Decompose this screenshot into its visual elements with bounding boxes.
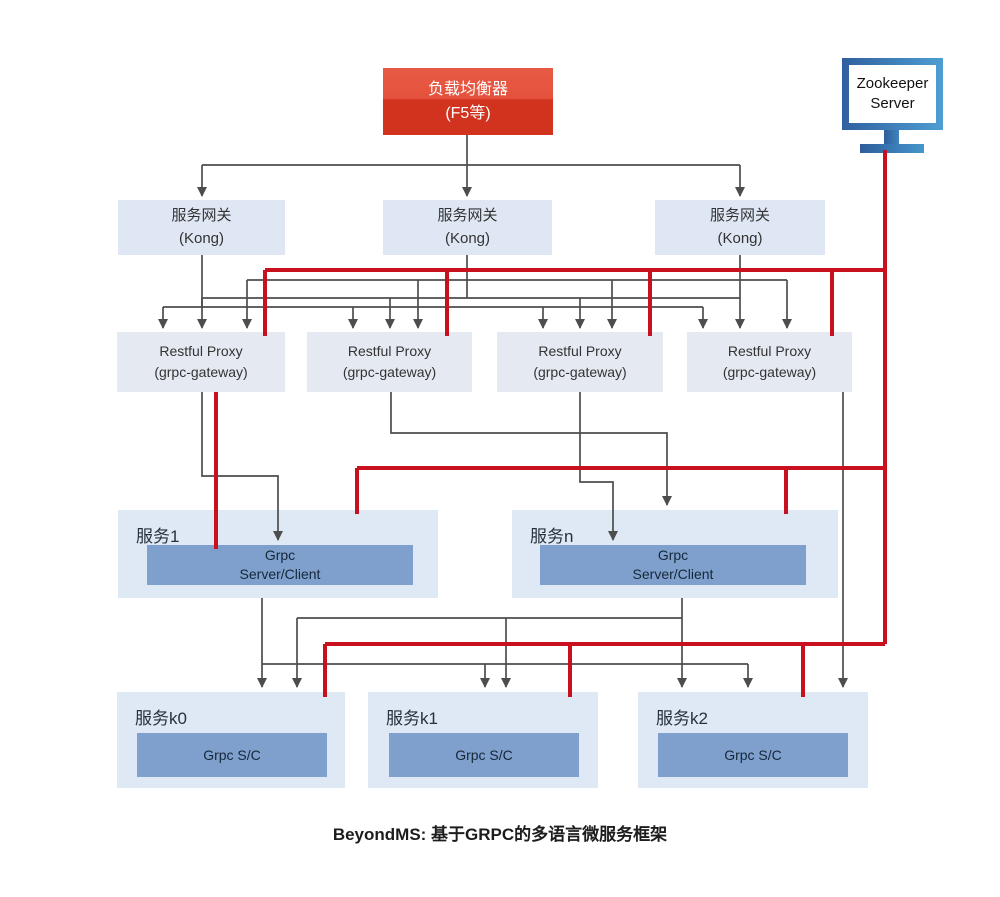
proxy-label: Restful Proxy: [538, 343, 622, 359]
proxy-sublabel: (grpc-gateway): [154, 364, 248, 380]
gateway-node-1: 服务网关 (Kong): [118, 200, 285, 255]
monitor-stand-neck: [884, 130, 899, 146]
proxy-sublabel: (grpc-gateway): [722, 364, 817, 380]
load-balancer-label-line1: 负载均衡器: [427, 80, 508, 98]
gateway-label: 服务网关: [171, 207, 232, 224]
proxy-label: Restful Proxy: [347, 343, 432, 359]
proxy-node-4: Restful Proxy (grpc-gateway): [687, 332, 852, 392]
monitor-stand-base: [860, 144, 924, 153]
proxy-sublabel: (grpc-gateway): [533, 364, 627, 380]
worker-label: 服务k1: [386, 709, 438, 728]
grpc-label-line2: Server/Client: [239, 566, 321, 582]
grpc-sc-box-k1: Grpc S/C: [389, 733, 579, 777]
gateway-sublabel: (Kong): [717, 229, 763, 247]
proxy-label: Restful Proxy: [727, 343, 812, 359]
gateway-label: 服务网关: [437, 207, 498, 224]
gateway-label: 服务网关: [709, 207, 770, 224]
proxy-node-3: Restful Proxy (grpc-gateway): [497, 332, 663, 392]
grpc-label-line1: Grpc: [657, 547, 689, 564]
proxy-node-1: Restful Proxy (grpc-gateway): [117, 332, 285, 392]
diagram-caption: BeyondMS: 基于GRPC的多语言微服务框架: [332, 825, 668, 844]
zookeeper-monitor-icon: Zookeeper Server: [842, 58, 943, 130]
worker-label: 服务k2: [656, 709, 708, 728]
load-balancer-node: 负载均衡器 (F5等): [383, 68, 553, 135]
zookeeper-label-line1: Zookeeper: [856, 74, 929, 92]
service-label: 服务n: [530, 527, 574, 546]
gateway-sublabel: (Kong): [444, 229, 491, 247]
zookeeper-screen: Zookeeper Server: [849, 65, 936, 123]
proxy-label: Restful Proxy: [159, 343, 243, 359]
load-balancer-label-line2: (F5等): [445, 104, 491, 122]
grpc-sc-label: Grpc S/C: [455, 746, 513, 763]
grpc-label-line2: Server/Client: [632, 566, 714, 582]
gateway-node-3: 服务网关 (Kong): [655, 200, 825, 255]
grpc-sc-box-k2: Grpc S/C: [658, 733, 848, 777]
gateway-node-2: 服务网关 (Kong): [383, 200, 552, 255]
grpc-label-line1: Grpc: [264, 547, 296, 564]
gateway-sublabel: (Kong): [178, 229, 225, 247]
grpc-sc-box-k0: Grpc S/C: [137, 733, 327, 777]
grpc-server-client-box-1: Grpc Server/Client: [147, 545, 413, 585]
service-label: 服务1: [136, 527, 180, 546]
worker-label: 服务k0: [135, 709, 187, 728]
zookeeper-label-line2: Server: [870, 95, 915, 112]
grpc-sc-label: Grpc S/C: [203, 746, 261, 763]
grpc-server-client-box-n: Grpc Server/Client: [540, 545, 806, 585]
grpc-sc-label: Grpc S/C: [724, 746, 782, 763]
proxy-node-2: Restful Proxy (grpc-gateway): [307, 332, 472, 392]
proxy-sublabel: (grpc-gateway): [342, 364, 437, 380]
